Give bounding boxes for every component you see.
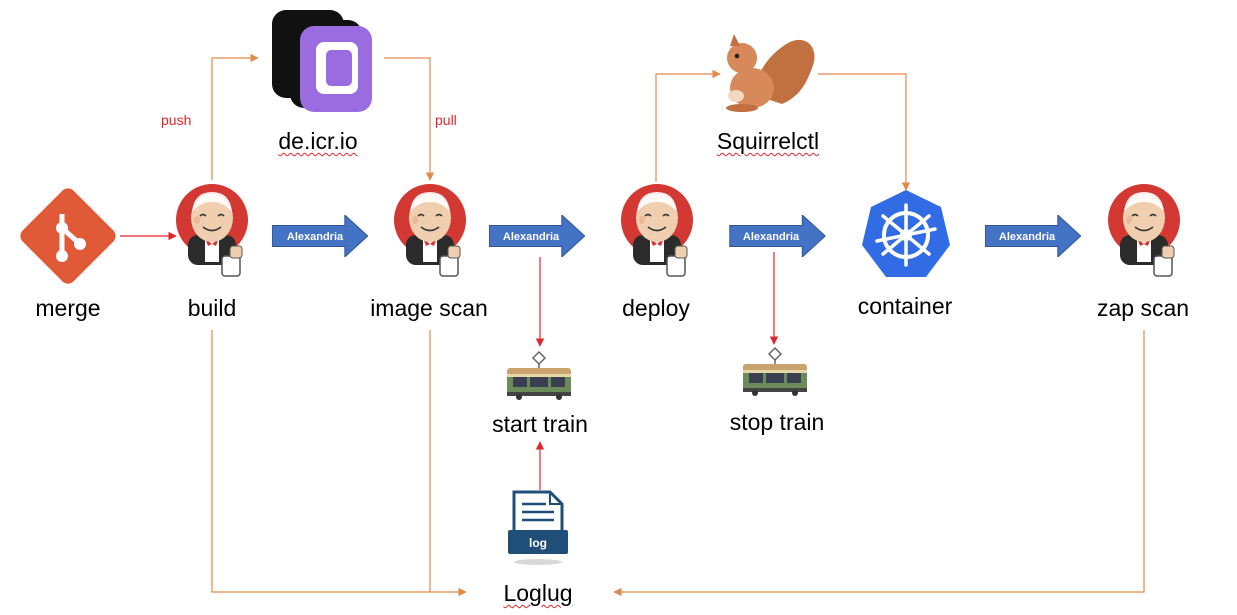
container-label: container [857, 293, 953, 319]
git-logo-icon [20, 188, 116, 284]
log-file-icon: log [508, 490, 568, 565]
alexandria-arrow-1: Alexandria [272, 215, 368, 257]
build-to-loglug-arrow [211, 330, 467, 597]
squirrel-icon [726, 34, 815, 112]
registry-logo-icon [272, 10, 372, 112]
image-scan-label: image scan [370, 295, 488, 321]
zap-scan-label: zap scan [1096, 295, 1190, 321]
registry-label: de.icr.io [278, 128, 358, 154]
log-file-text: log [529, 536, 547, 550]
jenkins-butler-icon [393, 183, 467, 277]
alexandria-label: Alexandria [503, 231, 560, 243]
alexandria-label: Alexandria [999, 231, 1056, 243]
loglug-label: Loglug [503, 580, 573, 606]
build-push-arrow [211, 53, 259, 180]
build-label: build [187, 295, 237, 321]
registry-pull-arrow [384, 57, 435, 181]
squirrelctl-to-container-arrow [818, 73, 911, 191]
deploy-to-squirrelctl-arrow [655, 69, 721, 182]
alexandria-arrow-2: Alexandria [489, 215, 585, 257]
zap-scan-to-loglug-arrow [613, 330, 1145, 597]
jenkins-butler-icon [1107, 183, 1181, 277]
merge-label: merge [35, 295, 101, 321]
start-train-label: start train [492, 411, 588, 437]
alexandria-label: Alexandria [287, 231, 344, 243]
pull-edge-label: pull [435, 112, 457, 128]
push-edge-label: push [161, 112, 192, 128]
tram-car-icon [506, 351, 572, 400]
stop-train-label: stop train [729, 409, 825, 435]
flow-arrows: Alexandria Alexandria Alexandria Alexand… [272, 215, 1081, 257]
kubernetes-helm-icon [862, 190, 950, 277]
tram-car-icon [742, 347, 808, 396]
alexandria-label: Alexandria [743, 231, 800, 243]
jenkins-butler-icon [620, 183, 694, 277]
deploy-label: deploy [622, 295, 690, 321]
alexandria-arrow-4: Alexandria [985, 215, 1081, 257]
connectors [120, 53, 1145, 597]
jenkins-butler-icon [175, 183, 249, 277]
alexandria-arrow-3: Alexandria [729, 215, 826, 257]
squirrelctl-label: Squirrelctl [716, 128, 820, 154]
